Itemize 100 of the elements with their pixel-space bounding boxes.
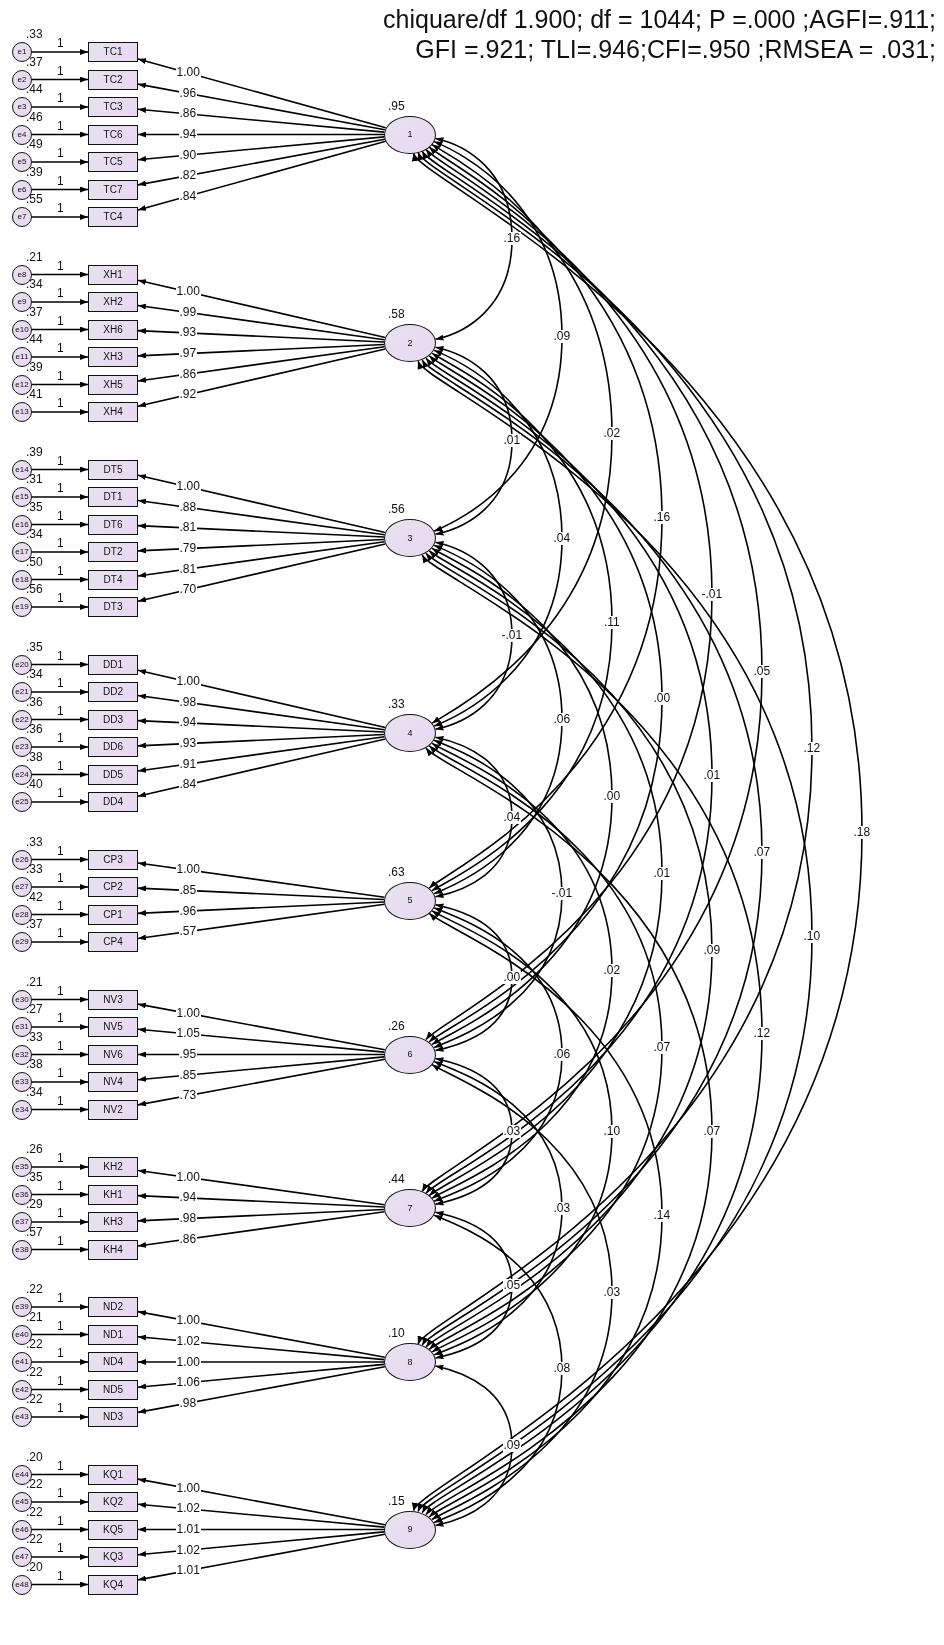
error-circle: e25 xyxy=(12,792,32,812)
arrow xyxy=(31,326,89,333)
covariance-arrow xyxy=(417,151,813,1345)
edge-label: .84 xyxy=(178,189,198,203)
arrow xyxy=(137,1477,386,1526)
arrow xyxy=(137,1208,385,1224)
covariance-arrow xyxy=(434,903,513,1052)
covariance-arrow xyxy=(431,742,613,1199)
edge-label: .79 xyxy=(178,542,198,555)
arrow xyxy=(137,1526,385,1533)
covariance-arrow xyxy=(434,541,513,731)
arrow xyxy=(137,1359,385,1365)
edge-label: 1 xyxy=(56,1374,65,1388)
edge-label: .12 xyxy=(802,741,822,755)
edge-label: 1 xyxy=(56,677,65,690)
edge-label: 1 xyxy=(56,369,65,383)
arrow xyxy=(137,1027,385,1053)
indicator-box: DD4 xyxy=(88,792,138,812)
edge-label: .05 xyxy=(502,1278,522,1292)
variance-label: .35 xyxy=(26,640,43,654)
indicator-box: DT1 xyxy=(88,487,138,507)
covariance-arrow xyxy=(433,140,563,532)
indicator-box: TC6 xyxy=(88,124,138,145)
covariance-arrow xyxy=(431,910,613,1353)
edge-label: .98 xyxy=(178,1396,198,1410)
edge-label: 1 xyxy=(56,119,65,133)
edge-label: .85 xyxy=(178,1068,198,1082)
arrow xyxy=(137,1310,386,1359)
indicator-box: NV4 xyxy=(88,1072,138,1092)
edge-label: 1.00 xyxy=(175,1006,201,1020)
edge-label: 1 xyxy=(56,37,65,50)
arrow xyxy=(137,346,386,383)
arrow xyxy=(137,693,386,731)
edge-label: 1 xyxy=(56,482,65,495)
covariance-arrow xyxy=(417,360,813,1513)
arrow xyxy=(137,131,385,138)
arrow xyxy=(137,538,385,554)
indicator-box: DT4 xyxy=(88,569,138,590)
covariance-arrow xyxy=(433,907,563,1202)
arrow xyxy=(31,1246,89,1253)
edge-label: .03 xyxy=(552,1201,572,1215)
edge-label: 1.01 xyxy=(175,1523,201,1536)
edge-label: 1 xyxy=(56,202,65,215)
edge-label: .00 xyxy=(652,692,672,706)
variance-label: .33 xyxy=(26,28,43,41)
arrow xyxy=(31,1471,89,1478)
edge-label: 1 xyxy=(56,592,65,605)
edge-label: 1 xyxy=(56,1152,65,1165)
arrow xyxy=(137,736,386,773)
covariance-arrow xyxy=(412,152,863,1512)
arrow xyxy=(31,49,89,55)
edge-label: 1 xyxy=(56,759,65,773)
edge-label: 1 xyxy=(56,1207,65,1220)
indicator-box: NV2 xyxy=(88,1099,138,1120)
factor-ellipse: 1 xyxy=(384,115,436,154)
arrow xyxy=(31,884,89,890)
edge-label: .99 xyxy=(178,305,198,319)
indicator-box: KQ3 xyxy=(88,1547,138,1567)
indicator-box: XH1 xyxy=(88,264,138,285)
factor-ellipse: 6 xyxy=(384,1035,436,1074)
arrow xyxy=(31,1414,89,1420)
arrow xyxy=(31,104,89,110)
factor-ellipse: 7 xyxy=(384,1189,436,1228)
indicator-box: DD6 xyxy=(88,737,138,757)
covariance-arrow xyxy=(434,1364,513,1527)
indicator-box: DD2 xyxy=(88,682,138,702)
indicator-box: XH5 xyxy=(88,374,138,395)
edge-label: 1 xyxy=(56,1459,65,1473)
variance-label: .26 xyxy=(26,1143,43,1156)
arrow xyxy=(31,1359,89,1365)
covariance-arrow xyxy=(428,146,663,889)
indicator-box: TC1 xyxy=(88,42,138,62)
edge-label: 1 xyxy=(56,649,65,663)
edge-label: -.01 xyxy=(700,588,724,601)
covariance-arrow xyxy=(431,547,613,1046)
edge-label: 1 xyxy=(56,537,65,550)
edge-label: .16 xyxy=(502,232,522,246)
factor-ellipse: 5 xyxy=(384,881,436,920)
edge-label: .01 xyxy=(652,866,672,880)
edge-label: .97 xyxy=(178,347,198,360)
variance-label: .33 xyxy=(388,698,405,712)
covariance-arrow xyxy=(428,912,663,1518)
arrow xyxy=(31,214,89,220)
edge-label: .86 xyxy=(178,367,198,381)
edge-label: 1 xyxy=(56,314,65,328)
arrow xyxy=(137,498,386,536)
arrow xyxy=(137,279,386,339)
edge-label: .00 xyxy=(502,971,522,985)
edge-label: .18 xyxy=(852,825,872,839)
variance-label: .21 xyxy=(26,975,43,989)
arrow xyxy=(137,1365,386,1414)
edge-label: 1.00 xyxy=(175,1314,201,1328)
edge-label: 1 xyxy=(56,397,65,410)
covariance-arrow xyxy=(421,554,763,1514)
edge-label: .90 xyxy=(178,148,198,162)
indicator-box: KH2 xyxy=(88,1157,138,1177)
indicator-box: XH2 xyxy=(88,292,138,312)
indicator-box: CP4 xyxy=(88,932,138,952)
arrow xyxy=(137,1058,386,1107)
edge-label: .07 xyxy=(652,1041,672,1055)
